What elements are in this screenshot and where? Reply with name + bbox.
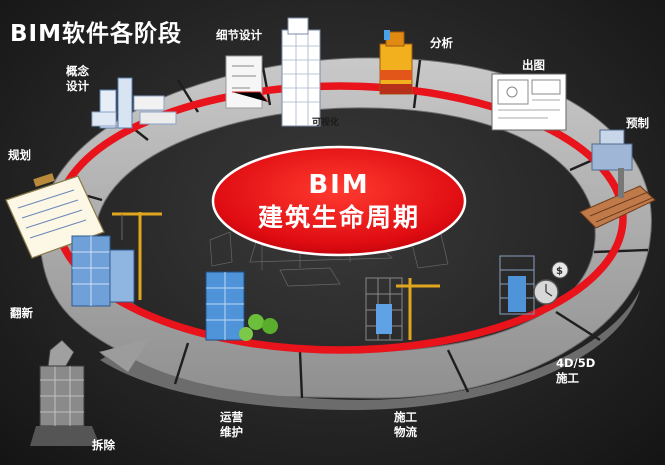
svg-text:$: $ <box>556 266 563 277</box>
stage-4d5d: 4D/5D 施工 <box>556 356 595 386</box>
operation-building-icon <box>205 271 278 341</box>
stage-analysis: 分析 <box>430 36 453 50</box>
drawing-sheet-icon <box>491 73 567 131</box>
center-title: BIM <box>308 170 370 201</box>
stage-operate: 运营 维护 <box>220 410 243 440</box>
stage-prefab: 预制 <box>626 116 649 130</box>
stage-visualize: 可视化 <box>312 118 340 128</box>
construction-crane-icon <box>365 277 440 341</box>
prefab-factory-icon <box>579 129 656 229</box>
stage-concept-line2: 设计 <box>66 79 89 93</box>
analysis-building-icon <box>379 30 413 95</box>
stage-construct: 施工 物流 <box>394 410 417 440</box>
stage-4d5d-line2: 施工 <box>556 371 579 385</box>
stage-renovate: 翻新 <box>10 306 33 320</box>
stage-detail-design: 细节设计 <box>216 28 262 42</box>
stage-demolish: 拆除 <box>92 438 115 452</box>
stage-concept-line1: 概念 <box>66 64 89 78</box>
concept-buildings-icon <box>91 77 177 129</box>
stage-drawing: 出图 <box>522 58 545 72</box>
stage-4d5d-line1: 4D/5D <box>556 356 596 370</box>
stage-concept-design: 概念 设计 <box>66 64 89 94</box>
slide-title: BIM软件各阶段 <box>10 21 182 47</box>
renovation-crane-icon <box>71 212 162 307</box>
stage-operate-line2: 维护 <box>220 425 243 439</box>
stage-planning: 规划 <box>8 148 31 162</box>
detail-design-icon <box>225 17 321 127</box>
demolition-building-icon <box>30 339 100 446</box>
simulation-4d5d-icon: $ <box>499 255 569 315</box>
stage-construct-line1: 施工 <box>394 410 417 424</box>
stage-construct-line2: 物流 <box>394 425 417 439</box>
center-badge: BIM 建筑生命周期 <box>212 146 466 256</box>
center-subtitle: 建筑生命周期 <box>257 202 420 232</box>
track-tail <box>100 338 150 372</box>
stage-operate-line1: 运营 <box>220 410 243 424</box>
center-badge-shape <box>211 145 467 257</box>
